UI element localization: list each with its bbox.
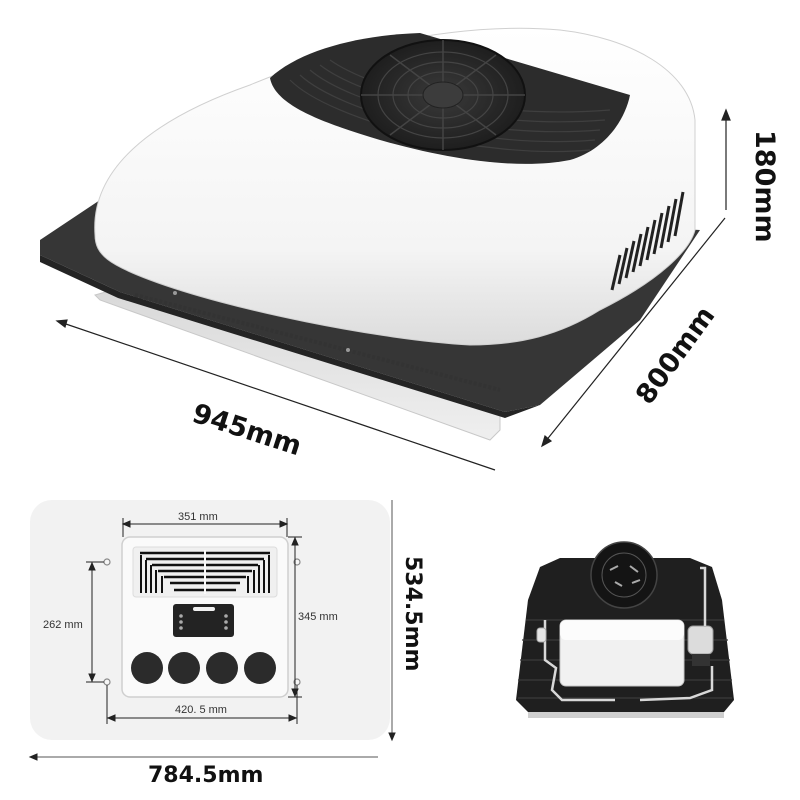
dimension-lines-top — [55, 108, 731, 471]
blower-fan-icon — [590, 541, 658, 609]
control-display[interactable] — [173, 604, 234, 637]
mount-horizontal-label: 420. 5 mm — [175, 704, 227, 716]
air-outlet-grille — [132, 546, 278, 598]
vent-1[interactable] — [131, 652, 163, 684]
vent-4[interactable] — [244, 652, 276, 684]
fan-guard-icon — [360, 39, 526, 151]
grille-height-label: 345 mm — [298, 611, 338, 623]
fan-icon[interactable] — [179, 620, 183, 624]
evaporator-coil — [559, 619, 685, 687]
panel-dimension-lines — [28, 500, 396, 761]
side-vent-grille — [610, 191, 685, 291]
panel-width-label: 784.5mm — [148, 763, 264, 788]
mount-vertical-label: 262 mm — [43, 619, 83, 631]
condenser-fan-cover — [270, 33, 630, 164]
round-air-vents — [131, 652, 276, 684]
power-icon[interactable] — [224, 626, 228, 630]
vent-3[interactable] — [206, 652, 238, 684]
mode-icon[interactable] — [179, 614, 183, 618]
vent-2[interactable] — [168, 652, 200, 684]
refrigerant-pipes — [536, 566, 714, 702]
grille-width-label: 351 mm — [178, 511, 218, 523]
temp-icon[interactable] — [179, 626, 183, 630]
compressor — [687, 625, 714, 666]
down-icon[interactable] — [224, 620, 228, 624]
up-icon[interactable] — [224, 614, 228, 618]
